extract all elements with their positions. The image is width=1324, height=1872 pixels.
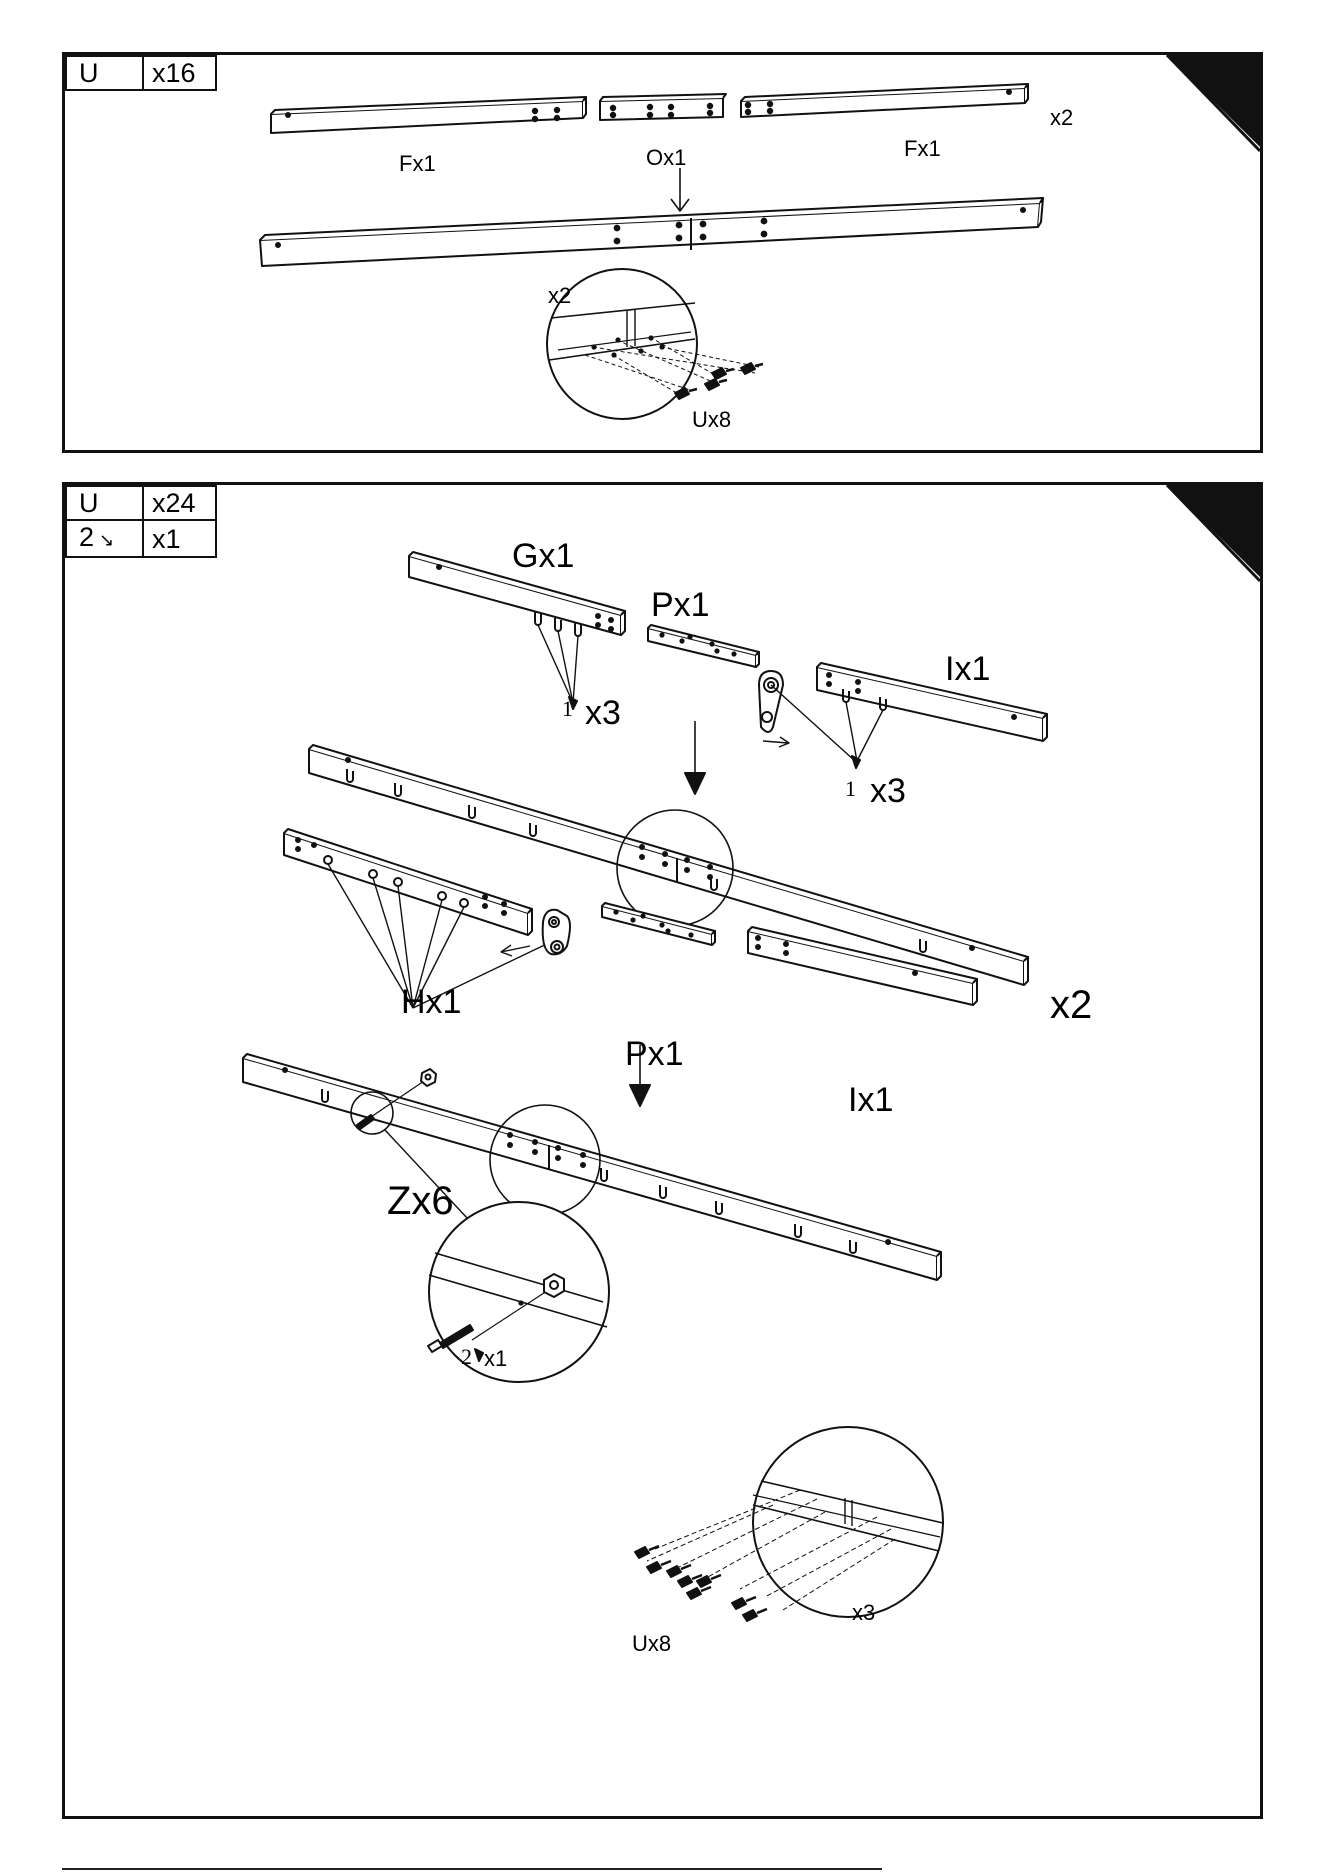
eyelet-bracket-icon	[543, 910, 570, 955]
rail-i-top	[817, 663, 1047, 768]
hook-g-number: 1	[562, 698, 573, 720]
rail-h	[284, 829, 555, 1008]
footer-rule	[62, 1868, 882, 1870]
detail-repeat-count: x3	[852, 1602, 875, 1624]
rail-f-right	[741, 84, 1028, 117]
part-label-o: Ox1	[646, 147, 686, 169]
screw-count: Ux8	[692, 409, 731, 431]
part-label-i-top: Ix1	[945, 652, 990, 686]
bolt-detail-circle	[428, 1202, 609, 1382]
assembled-beam-top	[309, 745, 1028, 985]
bracket-p-top	[648, 625, 759, 667]
rail-f-left	[271, 97, 586, 133]
part-label-p-bottom: Px1	[625, 1037, 684, 1071]
bolt-count: x1	[484, 1348, 507, 1370]
part-label-i-bottom: Ix1	[848, 1083, 893, 1117]
hook-i-number: 1	[845, 778, 856, 800]
assembled-beam	[260, 198, 1043, 266]
part-label-f-right: Fx1	[904, 138, 941, 160]
assembly-repeat-count: x2	[1050, 985, 1092, 1025]
rail-g	[409, 552, 625, 709]
bracket-p-bottom	[602, 903, 715, 945]
step-1-diagram	[65, 55, 1260, 450]
bolt-number: 2	[461, 1346, 472, 1368]
detail-circle	[547, 269, 759, 419]
eyelet-bracket-icon	[759, 671, 783, 732]
screw-count: Ux8	[632, 1633, 671, 1655]
hook-count-g: x3	[585, 696, 621, 730]
part-label-f-left: Fx1	[399, 153, 436, 175]
step-panel-1: U x16	[62, 52, 1263, 453]
step-panel-2: U x24 2 ↘ x1	[62, 482, 1263, 1819]
repeat-count-top: x2	[1050, 107, 1073, 129]
eyelet-count: Zx6	[387, 1181, 454, 1221]
hook-count-i: x3	[870, 774, 906, 808]
rail-o	[600, 94, 726, 120]
part-label-h: Hx1	[401, 985, 461, 1019]
part-label-g: Gx1	[512, 539, 574, 573]
screw-detail-circle	[647, 1427, 943, 1617]
part-label-p-top: Px1	[651, 588, 710, 622]
detail-repeat-count: x2	[548, 285, 571, 307]
step-2-diagram	[65, 485, 1260, 1816]
